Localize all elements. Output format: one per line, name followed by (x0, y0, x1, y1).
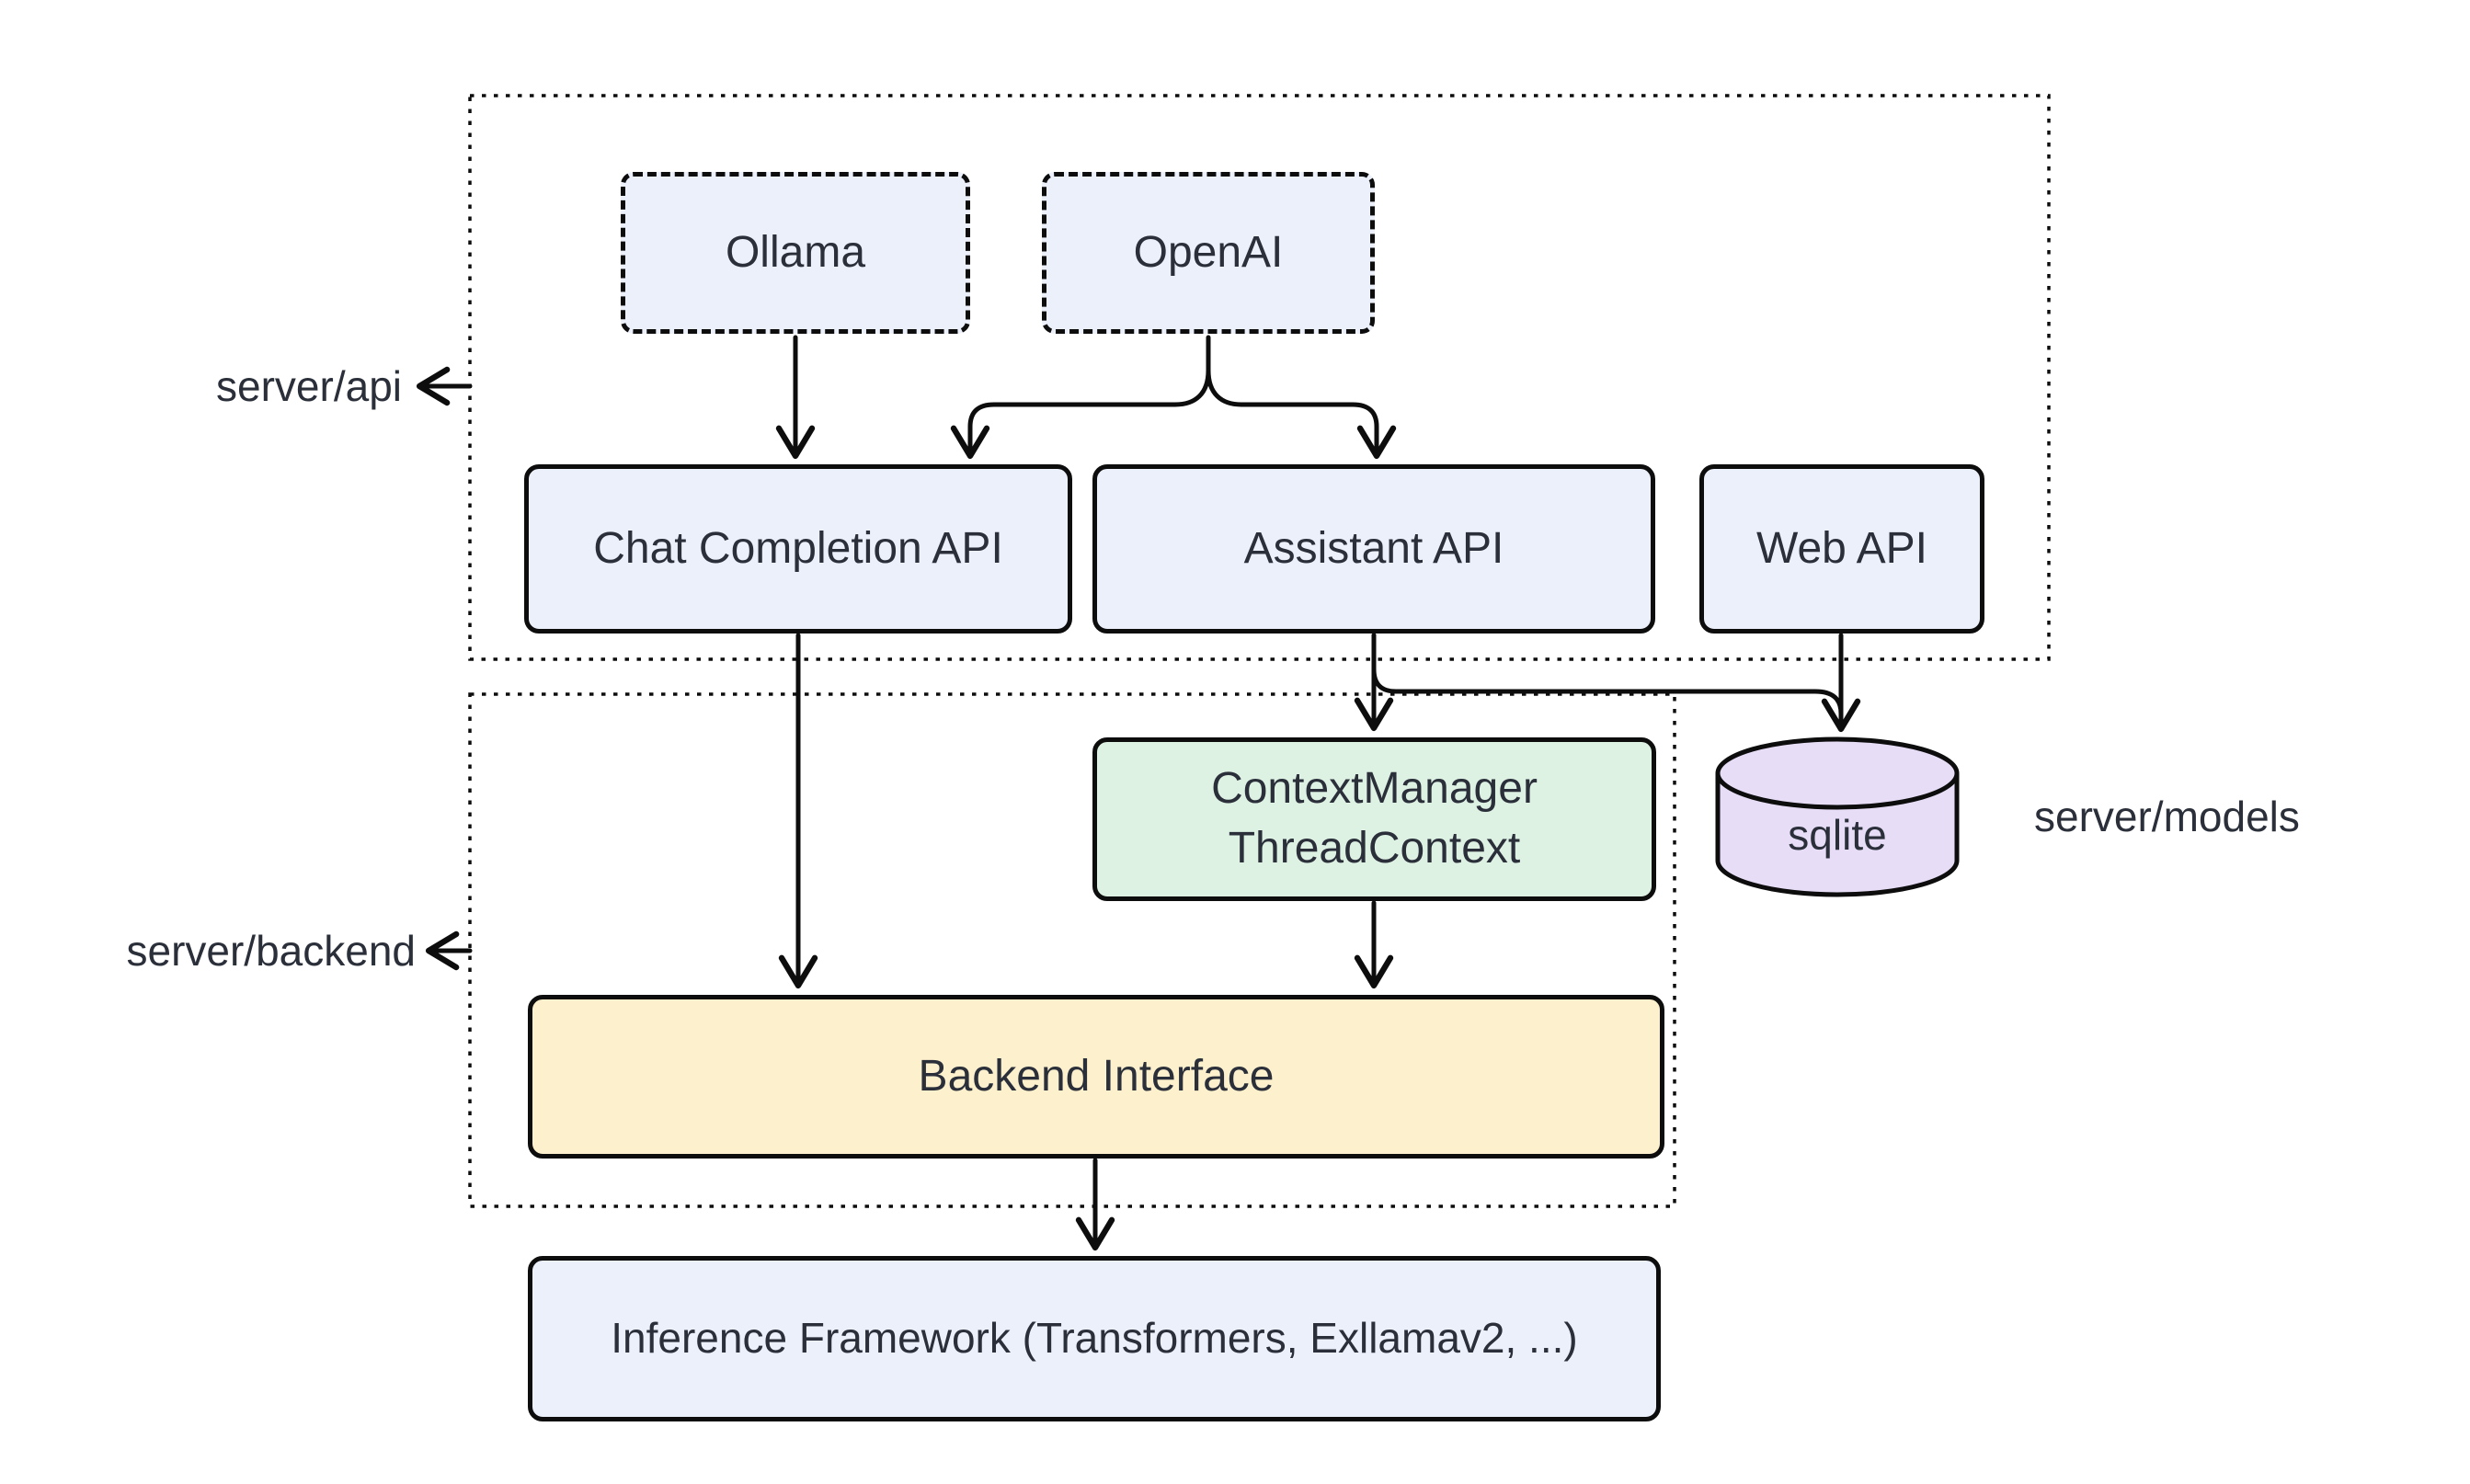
node-assistant-api-label: Assistant API (1243, 524, 1504, 573)
node-ollama-label: Ollama (725, 228, 866, 277)
group-server-api-border (468, 94, 2051, 661)
edge-assistant-api-to-sqlite (1371, 633, 1844, 724)
node-inference-framework: Inference Framework (Transformers, Exlla… (528, 1256, 1661, 1421)
node-context-manager: ContextManager ThreadContext (1092, 737, 1656, 901)
sqlite-cylinder-top (1715, 736, 1960, 810)
node-openai-label: OpenAI (1133, 228, 1284, 277)
node-chat-completion-api: Chat Completion API (524, 464, 1072, 634)
node-openai: OpenAI (1042, 172, 1375, 334)
label-server-models: server/models (2034, 793, 2300, 840)
sqlite-cylinder (1715, 736, 1960, 897)
label-server-api: server/api (216, 362, 402, 410)
node-assistant-api: Assistant API (1092, 464, 1655, 634)
edge-openai-to-assistant-api (1206, 368, 1397, 460)
node-inference-framework-label: Inference Framework (Transformers, Exlla… (611, 1314, 1578, 1363)
node-context-manager-line1: ContextManager (1211, 764, 1538, 814)
group-server-backend-border (468, 692, 1676, 1208)
node-ollama: Ollama (621, 172, 970, 334)
node-backend-interface: Backend Interface (528, 995, 1664, 1159)
edge-openai-to-chat-api (950, 335, 1211, 460)
node-backend-interface-label: Backend Interface (918, 1052, 1275, 1101)
node-web-api-label: Web API (1756, 524, 1927, 573)
node-web-api: Web API (1699, 464, 1984, 634)
node-chat-completion-api-label: Chat Completion API (593, 524, 1003, 573)
node-context-manager-line2: ThreadContext (1228, 824, 1521, 873)
node-sqlite-label: sqlite (1788, 811, 1887, 859)
label-server-backend: server/backend (126, 927, 417, 975)
